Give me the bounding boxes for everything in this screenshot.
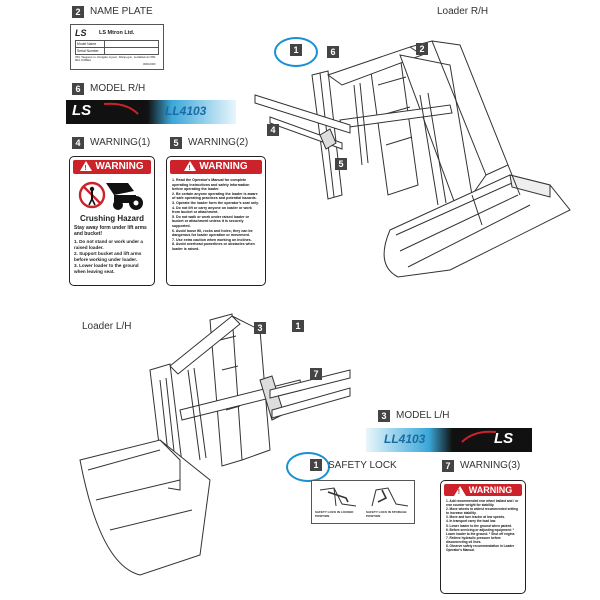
name-plate-row-serial: Serial Number (77, 48, 99, 53)
warning3-decal: WARNING 1. Add recommended rear wheel ba… (440, 480, 526, 594)
warning2-item: 8. Avoid overhead powerlines or obstacle… (172, 242, 255, 251)
warning3-header: WARNING (444, 484, 522, 499)
model-rh-decal (66, 100, 236, 124)
callout-3-lh: 3 (254, 322, 266, 334)
loader-rh-label: Loader R/H (437, 6, 489, 17)
warning2-item: 3. Operate the loader form the operator'… (172, 200, 259, 205)
warning3-item: 4. In transport carry the load low. (446, 519, 497, 524)
loader-lh-label: Loader L/H (82, 321, 132, 332)
name-plate-label: NAME PLATE (90, 6, 153, 17)
warning1-header-text: WARNING (95, 161, 144, 172)
name-plate-code: 0000-0000 (143, 63, 156, 66)
callout-6-rh: 6 (327, 46, 339, 58)
callout-5-warning2: 5 (170, 137, 182, 149)
highlight-ring-safety-lock (286, 452, 330, 482)
crushing-hazard-pictogram (78, 177, 146, 211)
warning2-item: 4. Do not lift or carry anyone on loader… (172, 205, 252, 215)
warning1-subtitle: Stay away form under lift arms and bucke… (74, 225, 147, 237)
warning-triangle-icon (184, 161, 197, 176)
callout-6-model-rh: 6 (72, 83, 84, 95)
warning1-item: 3. Lower loader to the ground when leavi… (74, 263, 139, 274)
safety-lock-label: SAFETY LOCK (328, 460, 397, 471)
warning2-item: 2. Be certain anyone operating the loade… (172, 191, 258, 201)
name-plate-address: 784, Taegwon-ro, Dongtan-myeon, Wanju-gu… (75, 55, 157, 63)
safety-lock-left-text: SAFETY LOCK IN LOCKED POSITION (315, 510, 354, 518)
callout-2-rh: 2 (416, 43, 428, 55)
warning3-item: 5. Lower loader to the ground when parke… (446, 523, 513, 528)
name-plate-company: LS Mtron Ltd. (99, 30, 135, 36)
model-rh-number: LL4103 (165, 104, 207, 118)
warning1-label: WARNING(1) (90, 137, 151, 148)
warning2-item: 1. Read the Operator's Manual for comple… (172, 178, 250, 192)
warning2-items: 1. Read the Operator's Manual for comple… (172, 178, 260, 252)
warning2-item: 5. Do not walk or work under raised load… (172, 214, 250, 228)
warning3-item: 8. Observe safety recommendation in Load… (446, 544, 515, 553)
model-lh-label: MODEL L/H (396, 410, 450, 421)
callout-1-rh: 1 (290, 44, 302, 56)
warning3-item: 6. Before servicing or adjusting equipme… (446, 527, 516, 536)
model-rh-brand: LS (72, 102, 92, 119)
callout-5-rh: 5 (335, 158, 347, 170)
warning2-item: 6. Avoid loose fill, rocks and holes; th… (172, 228, 253, 238)
warning3-item: 7. Relieve hydraulic pressure before dis… (446, 535, 501, 544)
warning3-items: 1. Add recommended rear wheel ballast an… (446, 499, 520, 552)
warning-triangle-icon (80, 161, 93, 176)
warning-triangle-icon (453, 485, 466, 499)
warning1-items: 1. Do not stand or work under a raised l… (74, 239, 150, 275)
warning2-header-text: WARNING (199, 161, 248, 172)
name-plate-table: Model Name Serial Number (75, 40, 159, 55)
name-plate-brand: LS (75, 28, 87, 38)
callout-4-warning1: 4 (72, 137, 84, 149)
name-plate-row-model: Model Name (77, 42, 97, 46)
callout-3-model-lh: 3 (378, 410, 390, 422)
callout-1-safety-lock: 1 (310, 459, 322, 471)
model-lh-decal (366, 428, 532, 452)
callout-2-name-plate: 2 (72, 6, 84, 18)
warning1-item: 2. Support bucket and lift arms before w… (74, 251, 142, 262)
model-rh-label: MODEL R/H (90, 83, 146, 94)
safety-lock-diagram (319, 487, 409, 507)
callout-7-lh: 7 (310, 368, 322, 380)
warning1-item: 1. Do not stand or work under a raised l… (74, 239, 143, 250)
warning2-header: WARNING (170, 160, 262, 176)
warning3-item: 2. Move wheels to widest recommended set… (446, 507, 518, 516)
warning3-item: 1. Add recommended rear wheel ballast an… (446, 499, 519, 508)
model-lh-number: LL4103 (384, 432, 426, 446)
safety-lock-right-text: SAFETY LOCK IN STORAGE POSITION (366, 510, 407, 518)
model-lh-brand: LS (494, 430, 514, 447)
warning3-item: 3. Move and turn tractor at low speeds. (446, 515, 505, 520)
safety-lock-decal: SAFETY LOCK IN LOCKED POSITION SAFETY LO… (311, 480, 415, 524)
warning1-header: WARNING (73, 160, 151, 176)
highlight-ring-rh (274, 37, 318, 67)
callout-7-warning3: 7 (442, 460, 454, 472)
warning2-item: 7. Use extra caution when working on inc… (172, 237, 252, 242)
loader-lh-drawing (79, 313, 351, 576)
callout-1-lh: 1 (292, 320, 304, 332)
warning2-label: WARNING(2) (188, 137, 249, 148)
warning1-title: Crushing Hazard (79, 214, 144, 223)
warning3-header-text: WARNING (468, 485, 513, 495)
callout-4-rh: 4 (267, 124, 279, 136)
warning1-decal: WARNING Crushing Hazard Stay away form u… (69, 156, 155, 286)
name-plate-decal: LS LS Mtron Ltd. Model Name Serial Numbe… (70, 24, 164, 70)
loader-rh-drawing (254, 40, 571, 278)
warning3-label: WARNING(3) (460, 460, 521, 471)
warning2-decal: WARNING 1. Read the Operator's Manual fo… (166, 156, 266, 286)
